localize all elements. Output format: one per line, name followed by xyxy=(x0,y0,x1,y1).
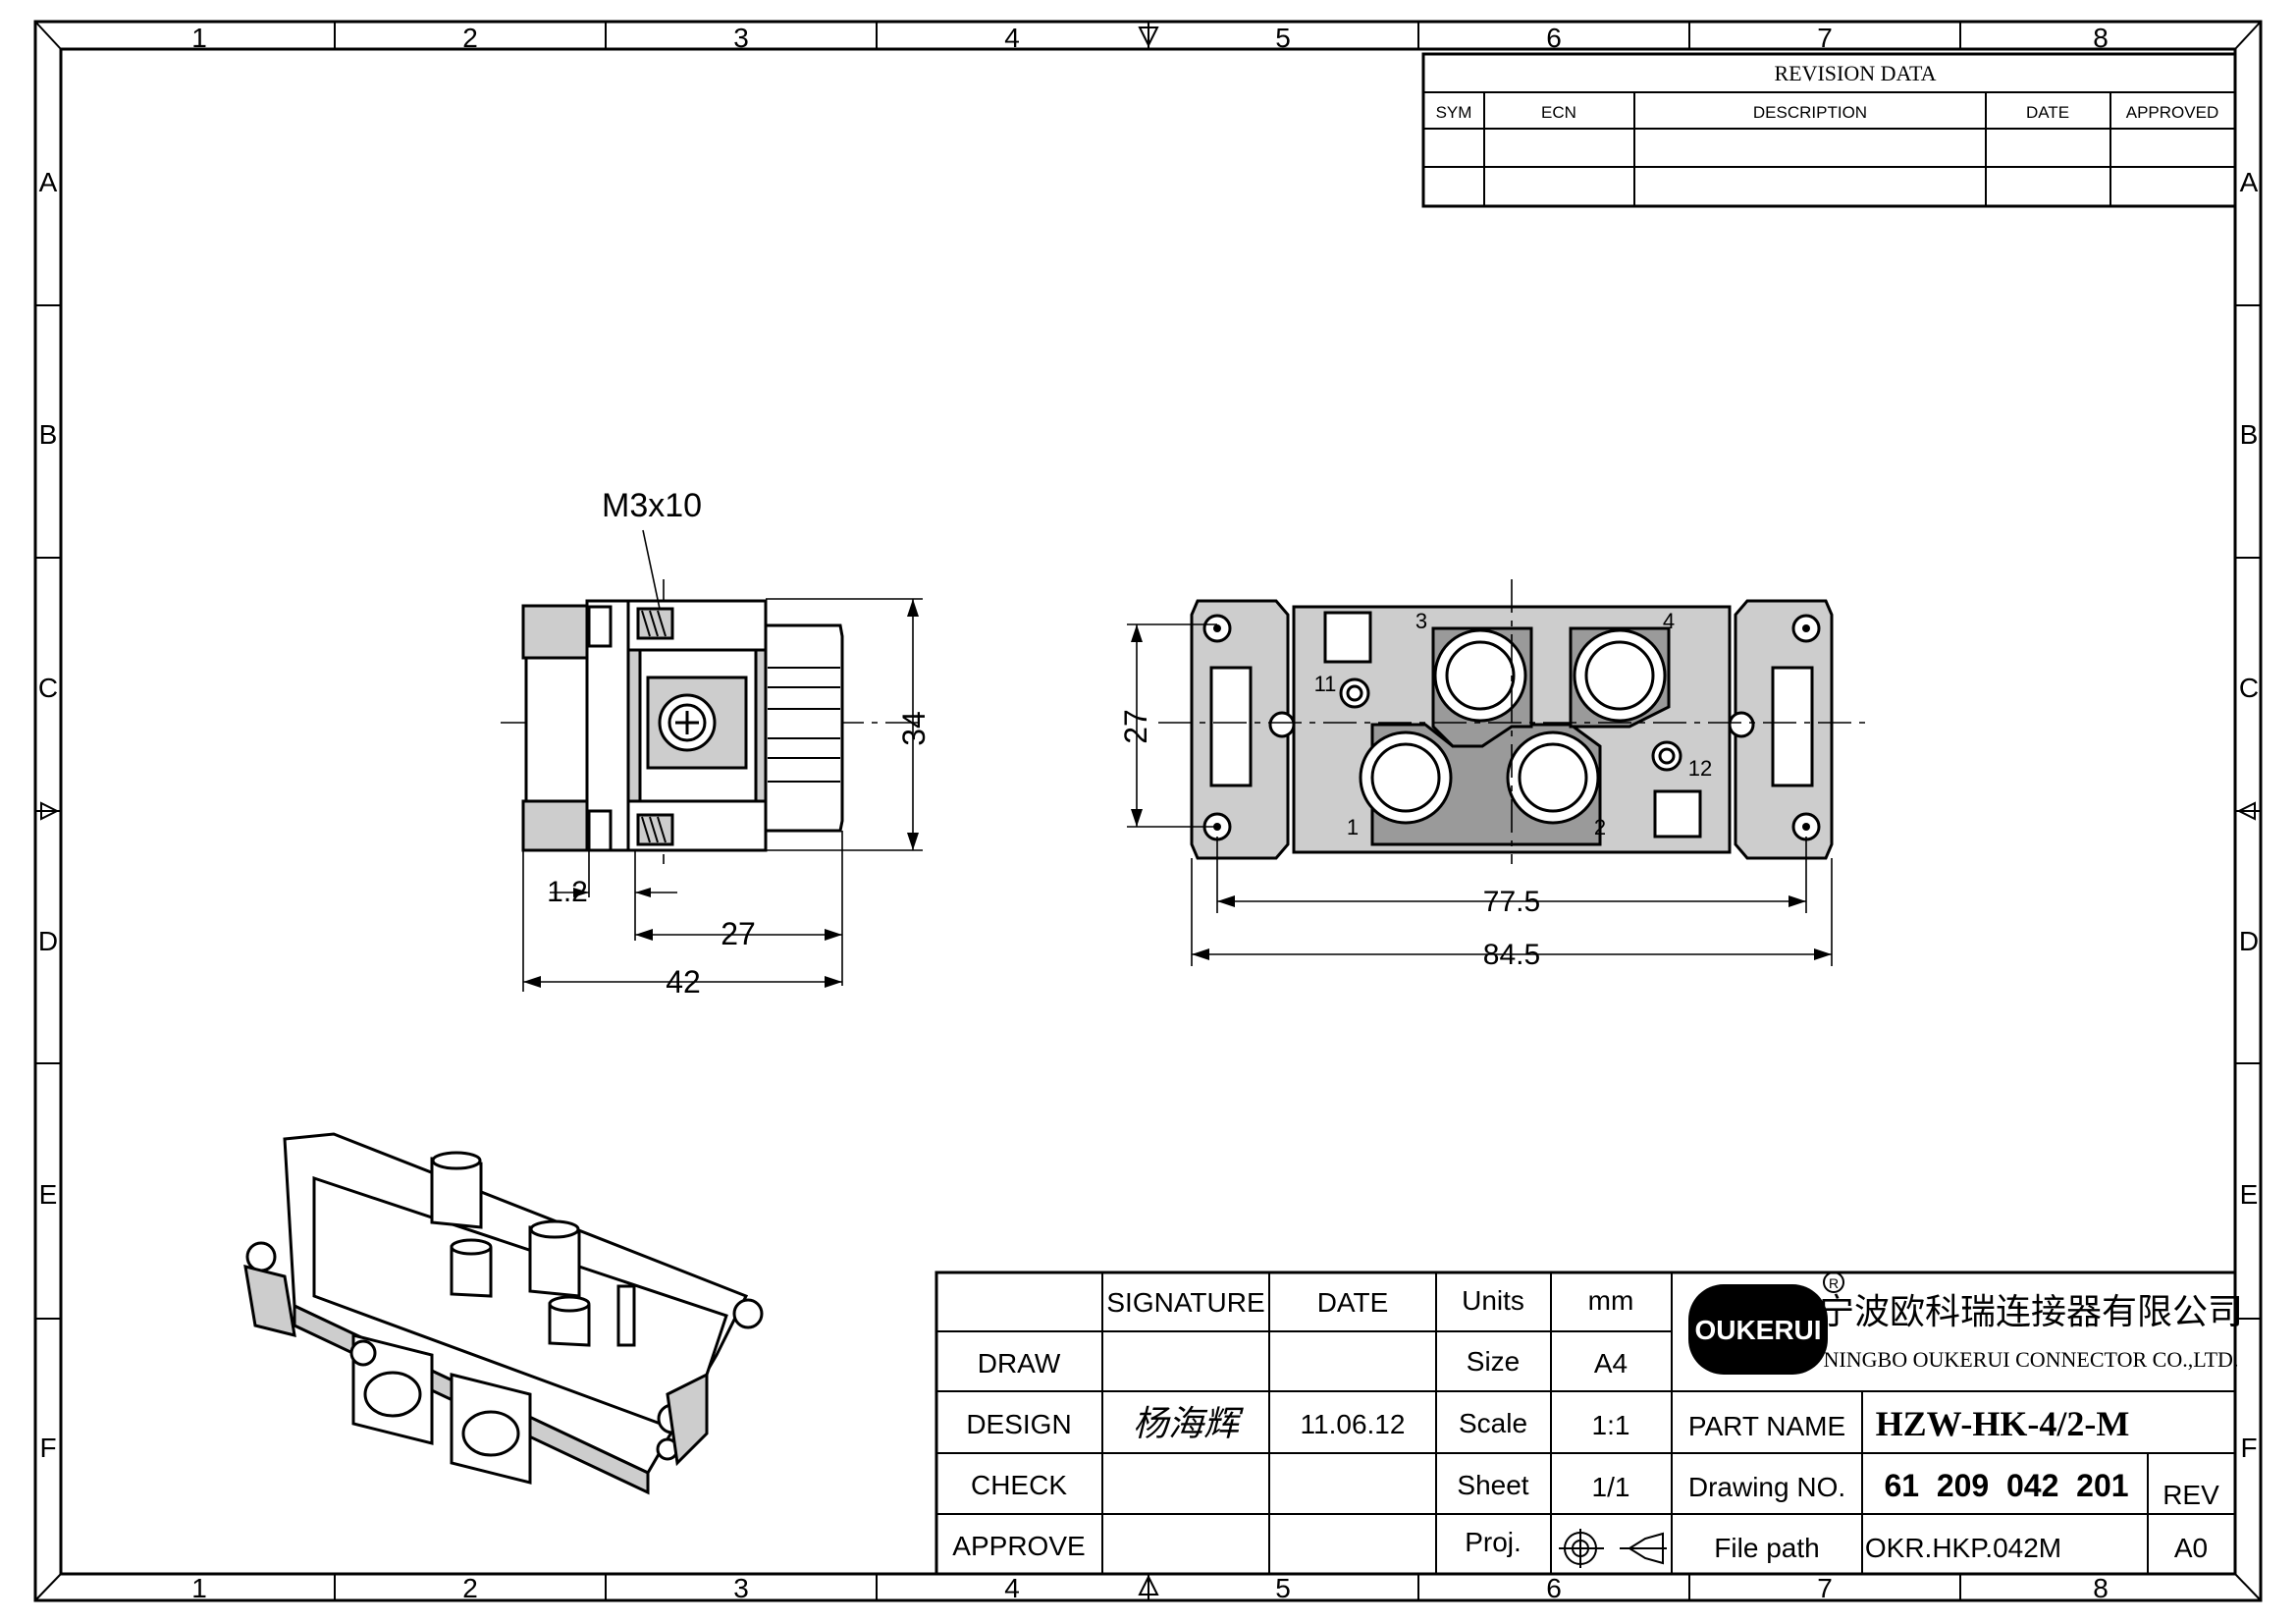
pin-label-3: 3 xyxy=(1415,609,1427,633)
registered-mark: R xyxy=(1829,1275,1839,1291)
projection-symbol-icon xyxy=(1559,1529,1667,1568)
tb-drawing-no: 61 209 042 201 xyxy=(1884,1468,2128,1503)
tb-units-label: Units xyxy=(1462,1285,1524,1316)
tb-scale-label: Scale xyxy=(1459,1408,1527,1438)
revision-header-approved: APPROVED xyxy=(2126,103,2218,122)
contact-4 xyxy=(1573,628,1667,723)
revision-header-ecn: ECN xyxy=(1541,103,1576,122)
row-label-left-e: E xyxy=(39,1179,58,1210)
tb-sheet-label: Sheet xyxy=(1457,1470,1528,1500)
contact-11 xyxy=(1339,677,1370,709)
revision-title: REVISION DATA xyxy=(1774,61,1936,85)
screw-top xyxy=(587,605,674,648)
col-label-top-5: 5 xyxy=(1275,23,1291,53)
revision-header-description: DESCRIPTION xyxy=(1753,103,1867,122)
tb-rev-label: REV xyxy=(2163,1480,2219,1510)
company-logo-text: OUKERUI xyxy=(1694,1315,1821,1345)
tb-header-date: DATE xyxy=(1317,1287,1389,1318)
row-label-right-d: D xyxy=(2239,926,2259,956)
dim-overall-42: 42 xyxy=(666,964,701,1000)
row-label-right-b: B xyxy=(2240,419,2259,450)
col-label-bottom-2: 2 xyxy=(462,1573,478,1603)
col-label-top-1: 1 xyxy=(191,23,207,53)
col-label-bottom-4: 4 xyxy=(1004,1573,1020,1603)
pin-label-1: 1 xyxy=(1347,815,1359,839)
tb-design-signature: 杨海辉 xyxy=(1133,1403,1244,1443)
tb-draw-label: DRAW xyxy=(978,1348,1061,1379)
col-label-bottom-5: 5 xyxy=(1275,1573,1291,1603)
company-name-en: NINGBO OUKERUI CONNECTOR CO.,LTD. xyxy=(1824,1347,2239,1372)
col-label-top-3: 3 xyxy=(733,23,749,53)
tb-design-label: DESIGN xyxy=(966,1409,1071,1439)
tb-size-value: A4 xyxy=(1594,1348,1628,1379)
contact-3 xyxy=(1433,628,1527,723)
dim-height-34: 34 xyxy=(896,711,932,746)
col-label-bottom-1: 1 xyxy=(191,1573,207,1603)
col-label-top-4: 4 xyxy=(1004,23,1020,53)
screw-bottom xyxy=(587,809,674,852)
tb-check-label: CHECK xyxy=(971,1470,1067,1500)
row-label-left-d: D xyxy=(38,926,58,956)
tb-rev-value: A0 xyxy=(2174,1533,2208,1563)
isometric-view xyxy=(243,1132,764,1495)
col-label-top-2: 2 xyxy=(462,23,478,53)
row-label-left-c: C xyxy=(38,673,58,703)
contact-12 xyxy=(1651,740,1682,772)
tb-units-value: mm xyxy=(1588,1285,1634,1316)
row-label-right-f: F xyxy=(2240,1433,2257,1463)
row-label-left-b: B xyxy=(39,419,58,450)
contact-1 xyxy=(1359,730,1453,825)
contact-2 xyxy=(1506,730,1600,825)
col-label-bottom-7: 7 xyxy=(1817,1573,1833,1603)
tb-approve-label: APPROVE xyxy=(952,1531,1085,1561)
revision-header-date: DATE xyxy=(2026,103,2069,122)
col-label-bottom-3: 3 xyxy=(733,1573,749,1603)
front-view: 3 4 11 12 1 2 27 77.5 84.5 xyxy=(1118,579,1865,971)
dim-front-77-5: 77.5 xyxy=(1483,886,1540,918)
row-label-left-f: F xyxy=(39,1433,56,1463)
pin-label-11: 11 xyxy=(1314,672,1337,696)
tb-sheet-value: 1/1 xyxy=(1592,1472,1630,1502)
pin-label-2: 2 xyxy=(1594,815,1606,839)
revision-table: REVISION DATA SYM ECN DESCRIPTION DATE A… xyxy=(1421,52,2237,208)
row-label-right-a: A xyxy=(2240,167,2259,197)
revision-header-sym: SYM xyxy=(1436,103,1472,122)
tb-drawing-no-label: Drawing NO. xyxy=(1688,1472,1845,1502)
company-name-cn: 宁波欧科瑞连接器有限公司 xyxy=(1819,1291,2243,1331)
screw-callout: M3x10 xyxy=(602,487,702,524)
company-logo-icon: OUKERUI R xyxy=(1688,1271,1844,1375)
tb-scale-value: 1:1 xyxy=(1592,1410,1630,1440)
title-block: SIGNATURE DATE DRAW DESIGN CHECK APPROVE… xyxy=(934,1271,2243,1576)
centering-marks xyxy=(35,22,2261,1600)
pin-label-4: 4 xyxy=(1663,609,1675,633)
tb-design-date: 11.06.12 xyxy=(1301,1409,1406,1439)
pin-label-12: 12 xyxy=(1688,756,1712,781)
dim-front-27: 27 xyxy=(1118,709,1153,744)
col-label-top-6: 6 xyxy=(1546,23,1562,53)
tb-part-name: HZW-HK-4/2-M xyxy=(1876,1404,2130,1443)
dim-front-84-5: 84.5 xyxy=(1483,939,1540,971)
dim-depth-27: 27 xyxy=(721,916,756,951)
tb-proj-label: Proj. xyxy=(1465,1527,1522,1557)
col-label-bottom-8: 8 xyxy=(2093,1573,2109,1603)
tb-file-path-label: File path xyxy=(1714,1533,1819,1563)
col-label-top-7: 7 xyxy=(1817,23,1833,53)
row-label-right-c: C xyxy=(2239,673,2259,703)
col-label-bottom-6: 6 xyxy=(1546,1573,1562,1603)
tb-header-signature: SIGNATURE xyxy=(1106,1287,1264,1318)
row-label-right-e: E xyxy=(2240,1179,2259,1210)
tb-file-path: OKR.HKP.042M xyxy=(1865,1533,2061,1563)
tb-size-label: Size xyxy=(1467,1346,1520,1377)
col-label-top-8: 8 xyxy=(2093,23,2109,53)
row-label-left-a: A xyxy=(39,167,58,197)
dim-flange-1-2: 1.2 xyxy=(547,876,588,908)
side-view: M3x10 34 1.2 27 42 xyxy=(501,487,932,1000)
tb-part-name-label: PART NAME xyxy=(1688,1411,1845,1441)
